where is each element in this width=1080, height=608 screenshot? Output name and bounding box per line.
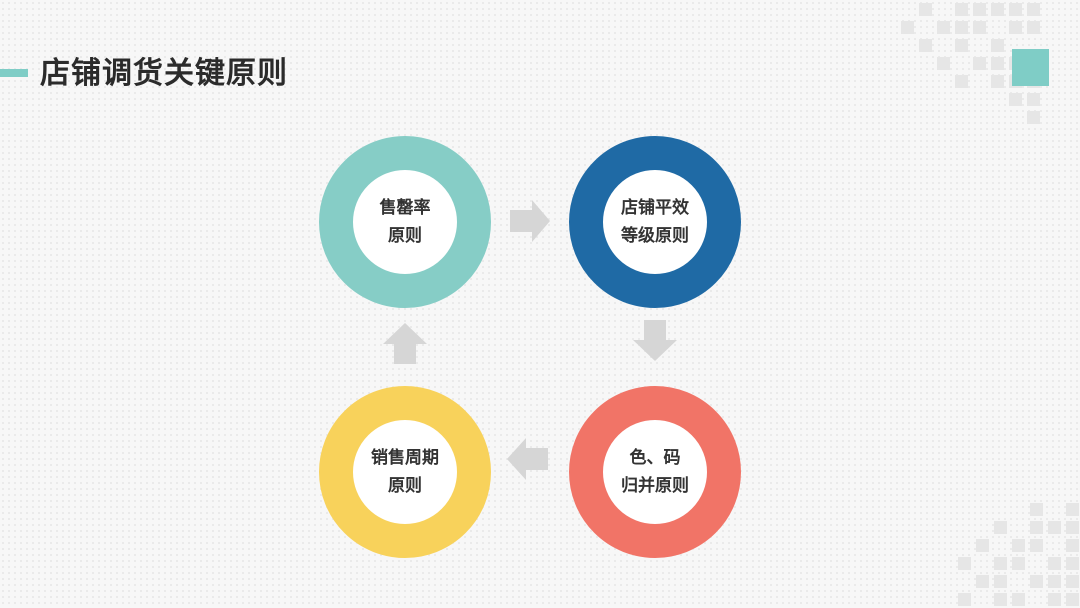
ring-label-line2: 等级原则 [621, 226, 689, 246]
ring-label-line2: 原则 [388, 476, 422, 496]
ring-label-line1: 销售周期 [371, 448, 439, 468]
ring-color-size-merge: 色、码 归并原则 [569, 386, 741, 558]
ring-store-efficiency-grade: 店铺平效 等级原则 [569, 136, 741, 308]
ring-label-line1: 色、码 [629, 448, 681, 468]
title-accent-bar [0, 69, 28, 77]
ring-label-line1: 售罄率 [379, 198, 431, 218]
arrow-down [633, 320, 677, 361]
ring-label-line2: 归并原则 [621, 476, 689, 496]
ring-sell-through-rate: 售罄率 原则 [319, 136, 491, 308]
arrow-up [383, 323, 427, 364]
ring-label-line1: 店铺平效 [621, 198, 689, 218]
ring-label-line2: 原则 [388, 226, 422, 246]
ring-sales-cycle: 销售周期 原则 [319, 386, 491, 558]
arrow-right [510, 200, 550, 242]
page-title: 店铺调货关键原则 [40, 56, 288, 91]
arrow-left [507, 438, 548, 480]
